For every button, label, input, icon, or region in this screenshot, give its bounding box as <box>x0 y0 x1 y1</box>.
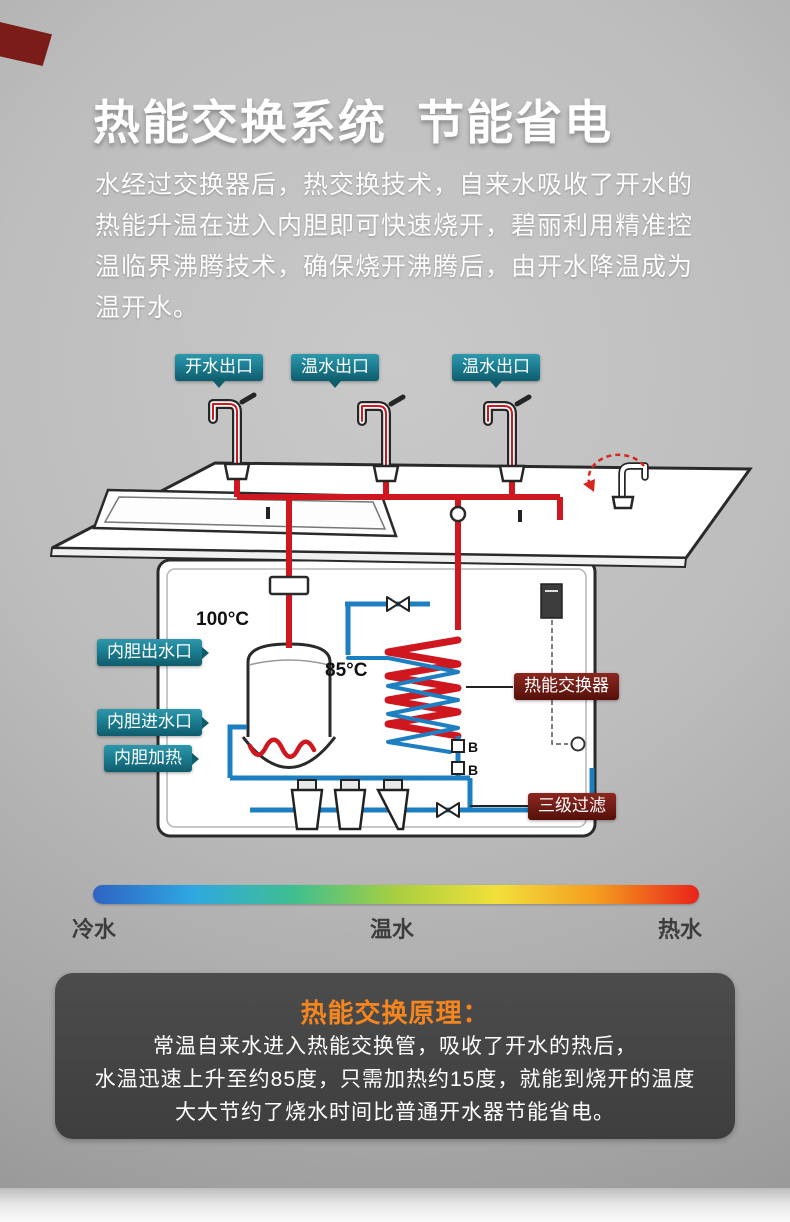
label-connectors <box>466 686 529 807</box>
rotation-arrow-head <box>583 479 595 492</box>
faucet-base <box>372 464 400 483</box>
tank-heating-label: 内胆加热 <box>104 745 192 772</box>
counter-front-edge <box>49 546 688 569</box>
heat-exchanger-coil <box>346 636 462 754</box>
control-box <box>540 583 586 752</box>
page-title: 热能交换系统 节能省电 <box>93 96 614 149</box>
intro-line: 温临界沸腾技术，确保烧开沸腾后，由开水降温成为 <box>95 253 694 281</box>
inner-tank <box>241 642 337 769</box>
tank-outlet-label: 内胆出水口 <box>97 639 202 666</box>
heat-exchanger-label: 热能交换器 <box>514 673 619 700</box>
principle-line: 水温迅速上升至约85度，只需加热约15度，就能到烧开的温度 <box>94 1068 696 1091</box>
heating-element <box>247 737 317 759</box>
faucet-warm-2 <box>483 394 532 483</box>
counter-fitting <box>449 505 467 523</box>
temp-preheated-label: 85°C <box>325 660 368 681</box>
outlet-label-warm-2: 温水出口 <box>452 354 540 381</box>
principle-title: 热能交换原理： <box>300 998 490 1028</box>
valve-b-mark-1: B <box>468 739 479 755</box>
rotation-arrow-arc <box>587 453 645 487</box>
outlet-label-boiling: 开水出口 <box>175 354 263 381</box>
hot-water-pipes <box>234 468 563 648</box>
valve-top <box>386 596 410 612</box>
pipe-fittings <box>268 505 467 596</box>
diagram-svg <box>49 392 753 838</box>
faucet-warm-1 <box>357 394 406 483</box>
hot-water-label: 热水 <box>657 917 702 942</box>
principle-line: 大大节约了烧水时间比普通开水器节能省电。 <box>175 1101 615 1124</box>
intro-paragraph: 水经过交换器后，热交换技术，自来水吸收了开水的 热能升温在进入内胆即可快速烧开，… <box>95 165 715 329</box>
faucet-boiling <box>208 392 257 481</box>
drain-fitting <box>570 736 586 752</box>
tank-top-fitting <box>268 575 310 596</box>
temperature-scale: 冷水 温水 热水 <box>0 885 790 945</box>
principle-line: 常温自来水进入热能交换管，吸收了开水的热后， <box>153 1035 637 1058</box>
intro-line: 热能升温在进入内胆即可快速烧开，碧丽利用精准控 <box>95 212 694 240</box>
temp-boiling-label: 100°C <box>196 609 250 630</box>
intro-line: 温开水。 <box>95 294 200 322</box>
faucet-handle <box>388 394 406 407</box>
faucet-base <box>223 462 251 481</box>
intro-line: 水经过交换器后，热交换技术，自来水吸收了开水的 <box>95 171 694 199</box>
counter-top <box>49 461 753 569</box>
system-diagram: 开水出口 温水出口 温水出口 内胆出水口 内胆进水口 内胆加热 热能交换器 三级… <box>0 338 790 888</box>
warm-water-label: 温水 <box>370 917 415 942</box>
swivel-tap <box>583 453 649 510</box>
filter-label: 三级过滤 <box>528 793 616 820</box>
cold-water-label: 冷水 <box>72 917 117 942</box>
corner-decoration <box>0 22 52 66</box>
check-valve-b2 <box>451 761 465 775</box>
faucet-base <box>498 464 526 483</box>
valve-bottom <box>436 802 460 818</box>
bottom-fade-strip <box>0 1188 790 1222</box>
faucet-handle <box>514 394 532 407</box>
outlet-label-warm-1: 温水出口 <box>291 354 379 381</box>
principle-box: 热能交换原理： 常温自来水进入热能交换管，吸收了开水的热后， 水温迅速上升至约8… <box>55 973 735 1139</box>
tank-inlet-label: 内胆进水口 <box>97 709 202 736</box>
wire-dashed-line <box>551 620 568 745</box>
valve-b-mark-2: B <box>468 762 479 778</box>
temperature-gradient-bar <box>93 885 699 904</box>
faucet-base <box>611 495 635 510</box>
filter-cartridges <box>290 779 410 831</box>
coil-cold <box>346 656 460 754</box>
check-valve-b1 <box>451 739 465 753</box>
faucet-handle <box>239 392 257 405</box>
